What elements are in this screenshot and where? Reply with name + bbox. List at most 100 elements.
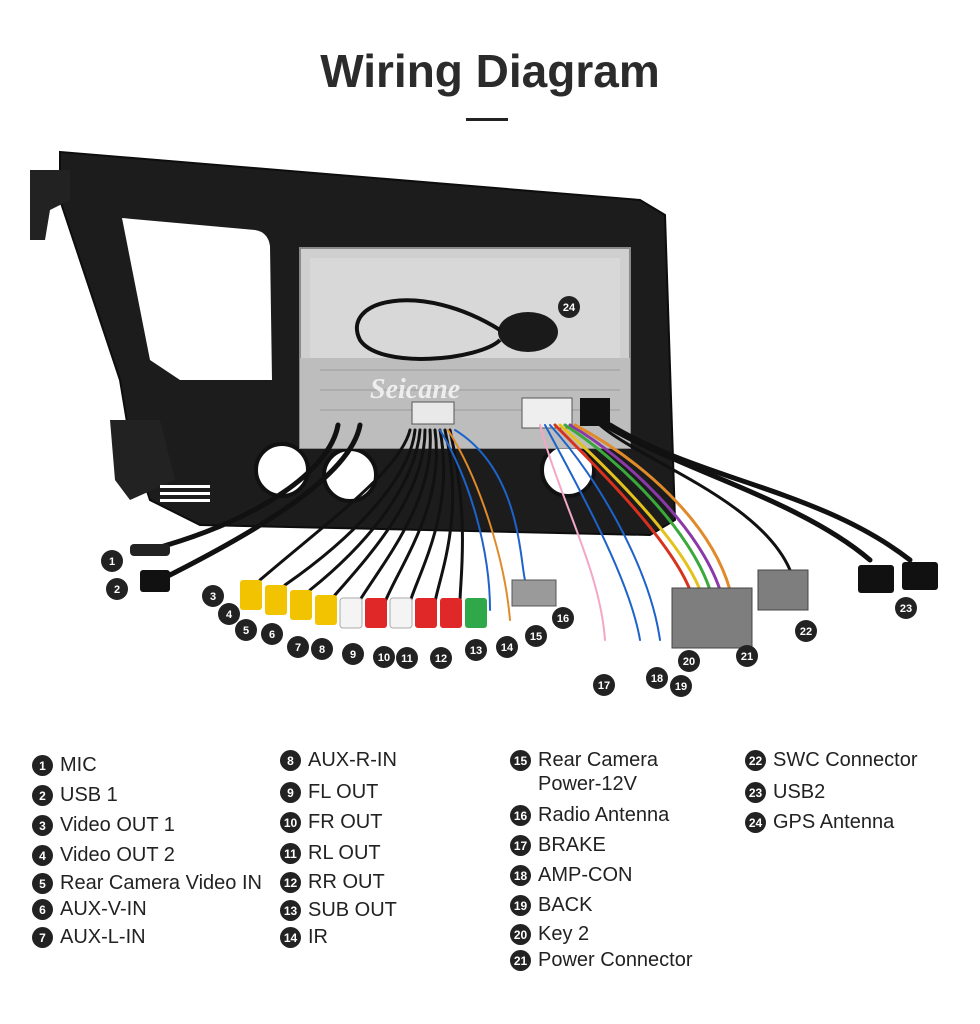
callout-badge: 17 [593, 674, 615, 696]
legend-label: Radio Antenna [538, 804, 670, 826]
connector-block-center [521, 397, 573, 429]
legend-label: Rear Camera Video IN [60, 872, 262, 894]
callout-badge: 7 [287, 636, 309, 658]
legend-number-badge: 11 [280, 843, 301, 864]
knob-hole-center [322, 447, 378, 503]
legend-number-badge: 21 [510, 950, 531, 971]
legend-number-badge: 7 [32, 927, 53, 948]
callout-number: 17 [598, 680, 610, 692]
callout-badge: 5 [235, 619, 257, 641]
callout-number: 20 [683, 656, 695, 668]
legend-number-badge: 4 [32, 845, 53, 866]
callout-number: 19 [675, 681, 687, 693]
legend-number-badge: 5 [32, 873, 53, 894]
callout-badge: 22 [795, 620, 817, 642]
callout-number: 1 [109, 556, 115, 568]
legend-number-badge: 3 [32, 815, 53, 836]
gps-antenna-puck [498, 312, 558, 352]
callout-badge: 18 [646, 667, 668, 689]
callout-badge: 12 [430, 647, 452, 669]
legend-number-badge: 2 [32, 785, 53, 806]
legend-item: 2 USB 1 [32, 783, 118, 807]
callout-badge: 10 [373, 646, 395, 668]
callout-badge: 4 [218, 603, 240, 625]
callout-number: 13 [470, 645, 482, 657]
legend-label: SWC Connector [773, 749, 918, 771]
legend-label: AMP-CON [538, 864, 633, 886]
connector-block-left [411, 401, 455, 425]
legend-label: Rear Camera Power-12V [538, 749, 659, 795]
legend-label: USB2 [773, 781, 826, 803]
callout-badge: 9 [342, 643, 364, 665]
callout-number: 11 [401, 653, 413, 665]
callout-number: 16 [557, 613, 569, 625]
legend-number-badge: 9 [280, 782, 301, 803]
title-underline [466, 118, 508, 121]
legend-label: RL OUT [308, 842, 381, 864]
callout-number: 6 [269, 629, 275, 641]
callout-badge: 13 [465, 639, 487, 661]
legend-label: USB 1 [60, 784, 118, 806]
usb2-plug-1 [858, 565, 894, 593]
legend-number-badge: 12 [280, 872, 301, 893]
callout-badge: 15 [525, 625, 547, 647]
callout-number: 2 [114, 584, 120, 596]
callout-badge: 1 [101, 550, 123, 572]
legend-item: 3 Video OUT 1 [32, 813, 175, 837]
legend-number-badge: 1 [32, 755, 53, 776]
callout-number: 21 [741, 651, 753, 663]
legend-label: AUX-V-IN [60, 898, 147, 920]
legend-label: SUB OUT [308, 899, 397, 921]
gps-cable [355, 298, 502, 361]
mic-plug [130, 544, 170, 556]
panel-cutout [122, 218, 272, 380]
legend-item: 8 AUX-R-IN [280, 748, 397, 772]
callout-badge: 20 [678, 650, 700, 672]
callout-number: 5 [243, 625, 249, 637]
legend-label: AUX-R-IN [308, 749, 397, 771]
legend-number-badge: 13 [280, 900, 301, 921]
panel-lower-mount [110, 420, 175, 500]
callout-badge: 24 [558, 296, 580, 318]
callout-badge: 2 [106, 578, 128, 600]
legend-number-badge: 17 [510, 835, 531, 856]
usb2-plug-2 [902, 562, 938, 590]
callout-number: 24 [563, 302, 576, 314]
vent-grille [160, 485, 210, 502]
callout-number: 23 [900, 603, 912, 615]
legend-item: 23 USB2 [745, 780, 825, 804]
legend-label: Key 2 [538, 923, 590, 945]
wiring-diagram: Seicane [30, 150, 938, 697]
legend-label: AUX-L-IN [60, 926, 146, 948]
callout-number: 7 [295, 642, 301, 654]
connector-block-right [580, 398, 610, 426]
legend-number-badge: 24 [745, 812, 766, 833]
rca-plugs [240, 580, 487, 629]
callout-badge: 6 [261, 623, 283, 645]
callout-badge: 19 [670, 675, 692, 697]
legend-label: FR OUT [308, 811, 383, 833]
legend-number-badge: 14 [280, 927, 301, 948]
callout-number: 12 [435, 653, 447, 665]
callout-number: 9 [350, 649, 356, 661]
radio-antenna-connector [511, 579, 557, 607]
callout-number: 14 [501, 642, 514, 654]
legend-label: Video OUT 1 [60, 814, 175, 836]
callout-badge: 8 [311, 638, 333, 660]
swc-connector [757, 569, 809, 611]
knob-hole-left [254, 442, 310, 498]
legend-number-badge: 8 [280, 750, 301, 771]
callout-number: 15 [530, 631, 542, 643]
callout-badge: 3 [202, 585, 224, 607]
legend-number-badge: 23 [745, 782, 766, 803]
